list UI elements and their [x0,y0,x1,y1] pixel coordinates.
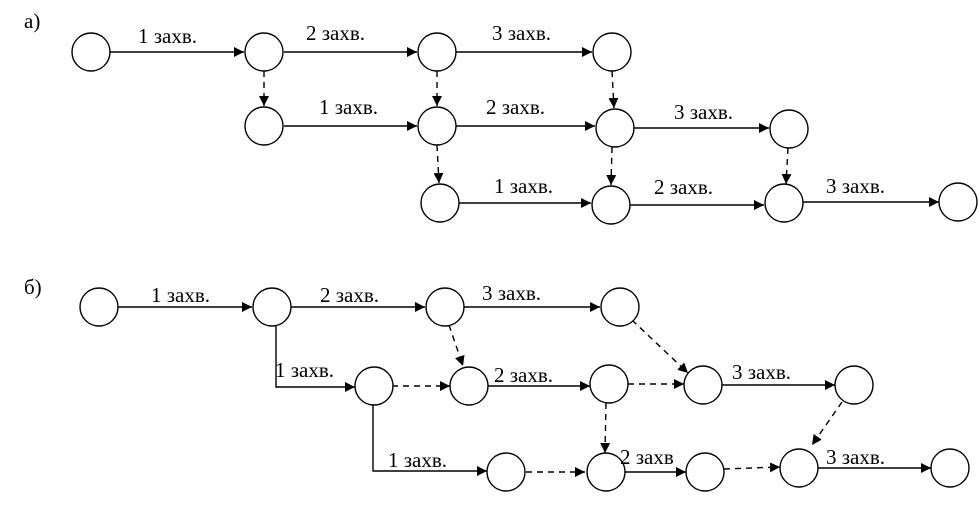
panel-b: б) 1 захв. 2 [24,275,970,492]
dep-a-5 [606,146,617,186]
dep-a-3 [608,70,619,109]
edge-label: 1 захв. [494,174,553,198]
event-node [244,32,284,72]
event-node [244,106,284,146]
panel-a-label: а) [24,9,40,33]
edge-label: 3 захв. [492,21,551,45]
event-node [354,366,394,406]
dep-b-2 [631,319,689,374]
event-node [71,32,111,72]
edge-label: 2 захв. [320,283,379,307]
event-node [683,365,723,405]
edge-label: 3 захв. [482,281,541,305]
panel-b-label: б) [24,275,42,299]
edge-label: 3 захв. [826,174,885,198]
event-node [589,364,629,404]
edge-label: 1 захв. [388,448,447,472]
edge-label: 3 захв. [674,100,733,124]
event-node [586,452,626,492]
dep-a-6 [781,147,792,185]
event-node [252,287,292,327]
panel-a: а) 1 захв. 2 захв. 3 захв. [24,9,978,225]
dep-b-6 [811,401,843,446]
edge-label: 2 захв [620,445,674,469]
event-node [595,108,635,148]
event-node [592,32,632,72]
event-node [417,32,457,72]
edge-b-7 [372,405,487,476]
event-node [449,366,489,406]
dep-b-5 [600,402,611,454]
dep-b-1 [448,324,465,367]
event-node [425,287,465,327]
event-node [834,365,874,405]
edge-label: 3 захв. [826,445,885,469]
edge-label: 1 захв. [138,24,197,48]
edge-label: 2 захв. [494,363,553,387]
event-node [769,109,809,149]
event-node [600,287,640,327]
event-node [420,183,460,223]
event-node [779,448,819,488]
event-node [930,448,970,488]
event-node [938,182,978,222]
edge-label: 2 захв. [654,175,713,199]
event-node [79,287,119,327]
edge-label: 1 захв. [151,283,210,307]
event-node [486,452,526,492]
event-node [591,185,631,225]
edge-label: 1 захв. [275,358,334,382]
event-node [685,452,725,492]
dep-b-8 [723,462,781,473]
event-node [764,183,804,223]
edge-label: 1 захв. [319,95,378,119]
edge-label: 2 захв. [486,95,545,119]
edge-b-4 [275,325,355,392]
event-node [417,106,457,146]
dep-a-4 [433,144,444,184]
edge-label: 2 захв. [306,21,365,45]
edge-label: 3 захв. [732,360,791,384]
